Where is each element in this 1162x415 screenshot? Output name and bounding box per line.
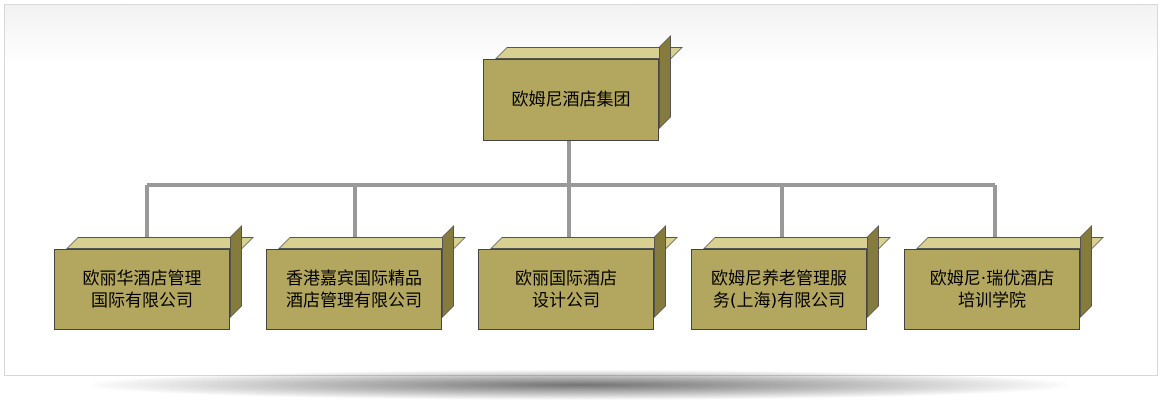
child-node-front: 欧姆尼·瑞优酒店 培训学院: [904, 249, 1080, 330]
child-node-2: 香港嘉宾国际精品 酒店管理有限公司: [266, 225, 466, 330]
child-node-side-face: [1080, 225, 1092, 318]
root-node-front: 欧姆尼酒店集团: [483, 59, 659, 141]
child-node-3: 欧丽国际酒店 设计公司: [478, 225, 678, 330]
child-node-1: 欧丽华酒店管理 国际有限公司: [54, 225, 254, 330]
child-label-line1: 欧丽华酒店管理: [82, 268, 202, 289]
child-label-line1: 欧姆尼·瑞优酒店: [929, 268, 1055, 289]
child-node-side-face: [654, 225, 666, 318]
child-node-side-face: [230, 225, 242, 318]
child-label-line2: 设计公司: [532, 290, 600, 311]
child-node-front: 欧丽华酒店管理 国际有限公司: [54, 249, 230, 330]
child-node-side-face: [867, 225, 879, 318]
child-node-top-face: [490, 237, 678, 249]
child-node-side-face: [442, 225, 454, 318]
child-node-top-face: [278, 237, 466, 249]
root-node-top-face: [495, 47, 683, 59]
root-label: 欧姆尼酒店集团: [511, 90, 631, 110]
child-label-line1: 香港嘉宾国际精品: [286, 268, 422, 289]
child-label-line1: 欧姆尼养老管理服: [711, 268, 847, 289]
child-node-front: 欧姆尼养老管理服 务(上海)有限公司: [691, 249, 867, 330]
child-label-line2: 国际有限公司: [91, 290, 193, 311]
child-node-top-face: [916, 237, 1104, 249]
child-node-5: 欧姆尼·瑞优酒店 培训学院: [904, 225, 1104, 330]
frame-shadow: [90, 370, 1070, 400]
child-node-front: 欧丽国际酒店 设计公司: [478, 249, 654, 330]
child-label-line2: 酒店管理有限公司: [286, 290, 422, 311]
child-node-top-face: [66, 237, 254, 249]
child-label-line2: 务(上海)有限公司: [712, 290, 846, 311]
child-node-top-face: [703, 237, 891, 249]
child-label-line2: 培训学院: [958, 290, 1026, 311]
root-node: 欧姆尼酒店集团: [483, 35, 683, 141]
child-node-4: 欧姆尼养老管理服 务(上海)有限公司: [691, 225, 891, 330]
child-node-front: 香港嘉宾国际精品 酒店管理有限公司: [266, 249, 442, 330]
child-label-line1: 欧丽国际酒店: [515, 268, 617, 289]
root-node-side-face: [659, 35, 671, 129]
